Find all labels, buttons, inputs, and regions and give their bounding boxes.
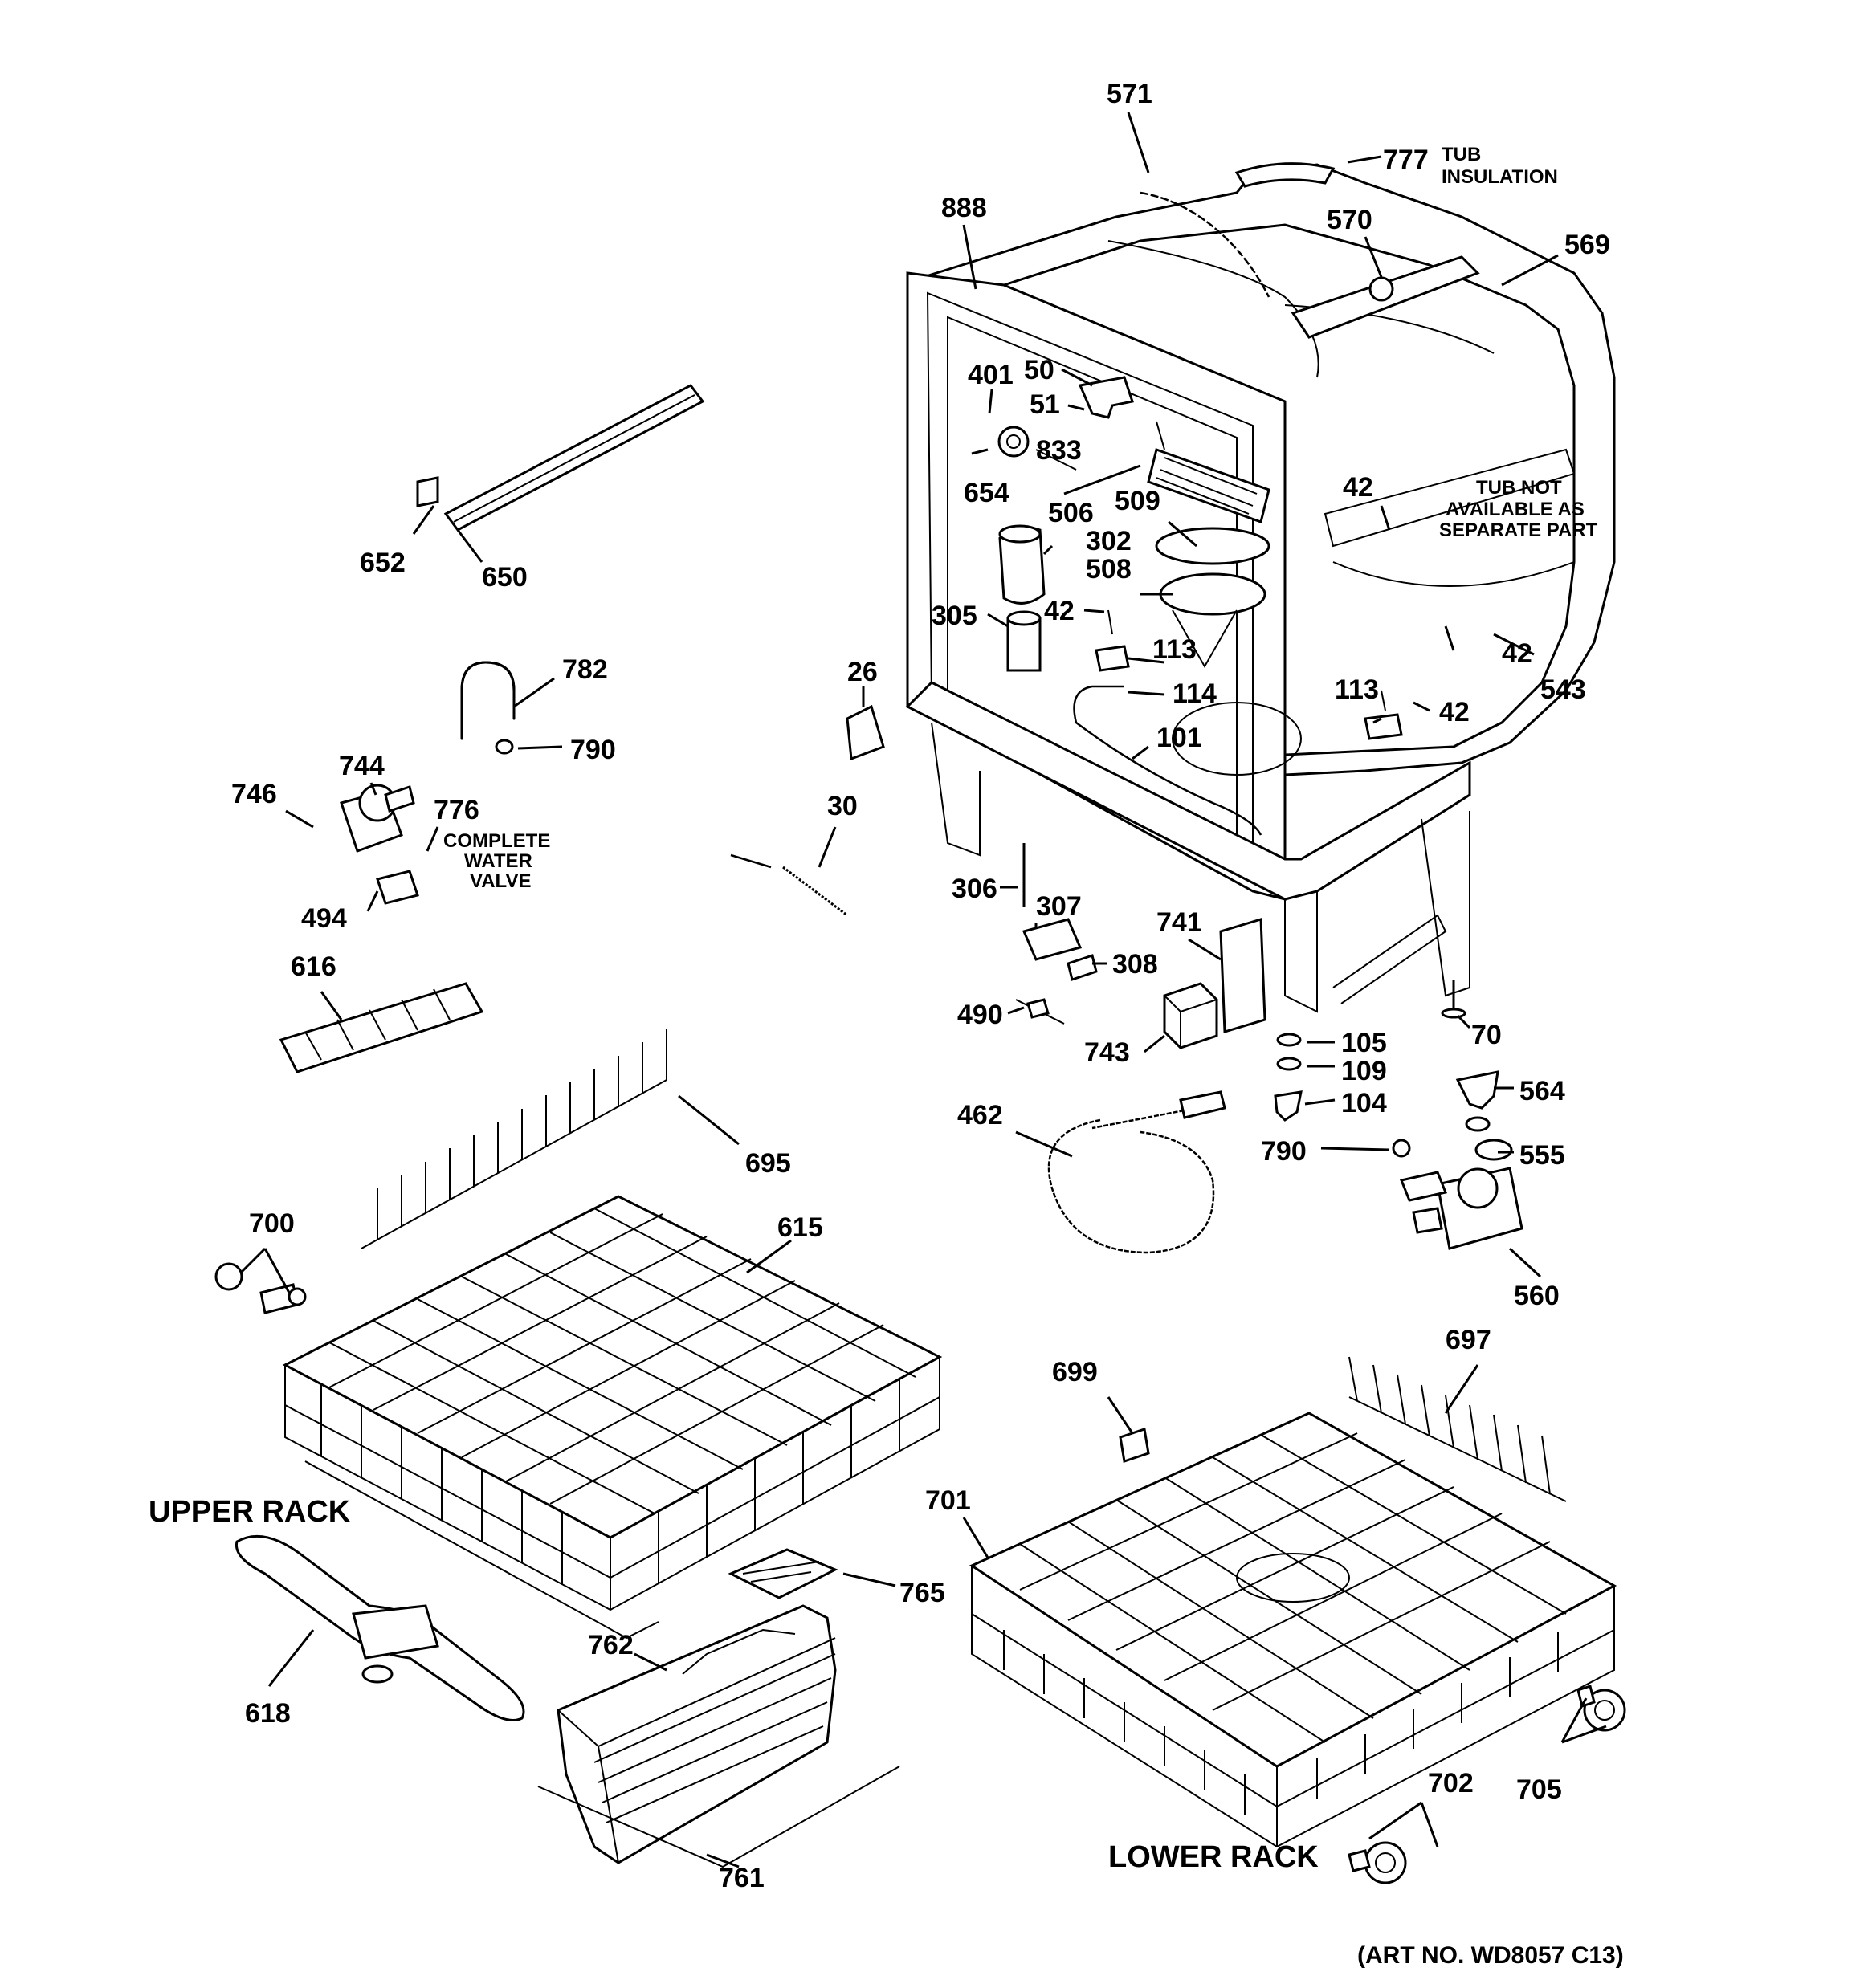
- label-560: 560: [1514, 1281, 1560, 1311]
- label-70: 70: [1471, 1020, 1502, 1050]
- label-765: 765: [899, 1578, 945, 1608]
- label-654: 654: [964, 478, 1009, 508]
- label-113-a: 113: [1152, 634, 1197, 665]
- label-42-c: 42: [1502, 638, 1532, 669]
- label-571: 571: [1107, 79, 1152, 109]
- label-776: 776: [434, 795, 479, 825]
- note-valve-2: WATER: [464, 850, 532, 872]
- label-42-a: 42: [1044, 596, 1075, 626]
- label-700: 700: [249, 1208, 295, 1239]
- leader-lines: [239, 112, 1607, 1868]
- label-618: 618: [245, 1698, 291, 1729]
- note-valve-3: VALVE: [470, 870, 531, 892]
- label-114: 114: [1173, 678, 1217, 709]
- tub-assembly: [905, 162, 1616, 1013]
- label-701: 701: [925, 1485, 971, 1516]
- label-833: 833: [1036, 435, 1082, 466]
- label-761: 761: [719, 1863, 765, 1893]
- label-494: 494: [301, 903, 347, 934]
- art-number: (ART NO. WD8057 C13): [1357, 1942, 1624, 1969]
- label-777: 777: [1383, 145, 1429, 175]
- label-113-b: 113: [1335, 674, 1379, 705]
- note-valve-1: COMPLETE: [443, 830, 550, 852]
- label-650: 650: [482, 562, 528, 593]
- label-744: 744: [339, 751, 385, 781]
- label-697: 697: [1446, 1325, 1491, 1355]
- note-tub-not-1: TUB NOT: [1476, 477, 1562, 499]
- label-741: 741: [1156, 907, 1202, 938]
- label-790-b: 790: [1261, 1136, 1307, 1167]
- label-790-a: 790: [570, 735, 616, 765]
- label-888: 888: [941, 193, 987, 223]
- label-104: 104: [1341, 1088, 1387, 1118]
- label-42-d: 42: [1439, 697, 1470, 727]
- label-42-b: 42: [1343, 472, 1373, 503]
- label-569: 569: [1564, 230, 1610, 260]
- label-616: 616: [291, 951, 336, 982]
- silverware-basket: [537, 1548, 900, 1868]
- label-743: 743: [1084, 1037, 1130, 1068]
- label-302: 302: [1086, 526, 1132, 556]
- label-308: 308: [1112, 949, 1158, 980]
- label-782: 782: [562, 654, 608, 685]
- label-30: 30: [827, 791, 858, 821]
- label-702: 702: [1428, 1768, 1474, 1799]
- label-109: 109: [1341, 1056, 1387, 1086]
- label-509: 509: [1115, 486, 1160, 516]
- label-570: 570: [1327, 205, 1372, 235]
- label-564: 564: [1519, 1076, 1565, 1106]
- label-462: 462: [957, 1100, 1003, 1130]
- label-101: 101: [1156, 723, 1202, 753]
- label-746: 746: [231, 779, 277, 809]
- label-50: 50: [1024, 355, 1054, 385]
- label-105: 105: [1341, 1028, 1387, 1058]
- note-tub-not-2: AVAILABLE AS: [1446, 499, 1585, 520]
- note-tub-insulation-1: TUB: [1442, 144, 1481, 165]
- note-tub-insulation-2: INSULATION: [1442, 166, 1558, 188]
- titles: UPPER RACK LOWER RACK (ART NO. WD8057 C1…: [149, 1495, 1624, 1969]
- label-26: 26: [847, 657, 878, 687]
- note-tub-not-3: SEPARATE PART: [1439, 519, 1598, 541]
- label-699: 699: [1052, 1357, 1098, 1387]
- center-parts: [1015, 843, 1523, 1254]
- label-490: 490: [957, 1000, 1003, 1030]
- label-305: 305: [932, 601, 977, 631]
- notes: TUB INSULATION TUB NOT AVAILABLE AS SEPA…: [443, 144, 1598, 892]
- label-705: 705: [1516, 1774, 1562, 1805]
- title-upper-rack: UPPER RACK: [149, 1495, 351, 1529]
- label-695: 695: [745, 1148, 791, 1179]
- label-762: 762: [588, 1630, 634, 1660]
- label-615: 615: [777, 1212, 823, 1243]
- label-306: 306: [952, 874, 997, 904]
- label-506: 506: [1048, 498, 1094, 528]
- label-555: 555: [1519, 1140, 1565, 1171]
- label-51: 51: [1030, 389, 1060, 420]
- lower-rack: [969, 1356, 1626, 1884]
- label-543: 543: [1540, 674, 1586, 705]
- upper-rack: [214, 1029, 943, 1640]
- label-652: 652: [360, 548, 406, 578]
- title-lower-rack: LOWER RACK: [1108, 1840, 1319, 1874]
- spray-arm: [235, 1534, 525, 1721]
- left-parts: [279, 384, 885, 1073]
- label-401: 401: [968, 360, 1014, 390]
- label-508: 508: [1086, 554, 1132, 585]
- label-307: 307: [1036, 891, 1082, 922]
- part-labels: 571 777 888 570 569 401 50 51 833 654 50…: [231, 79, 1610, 1893]
